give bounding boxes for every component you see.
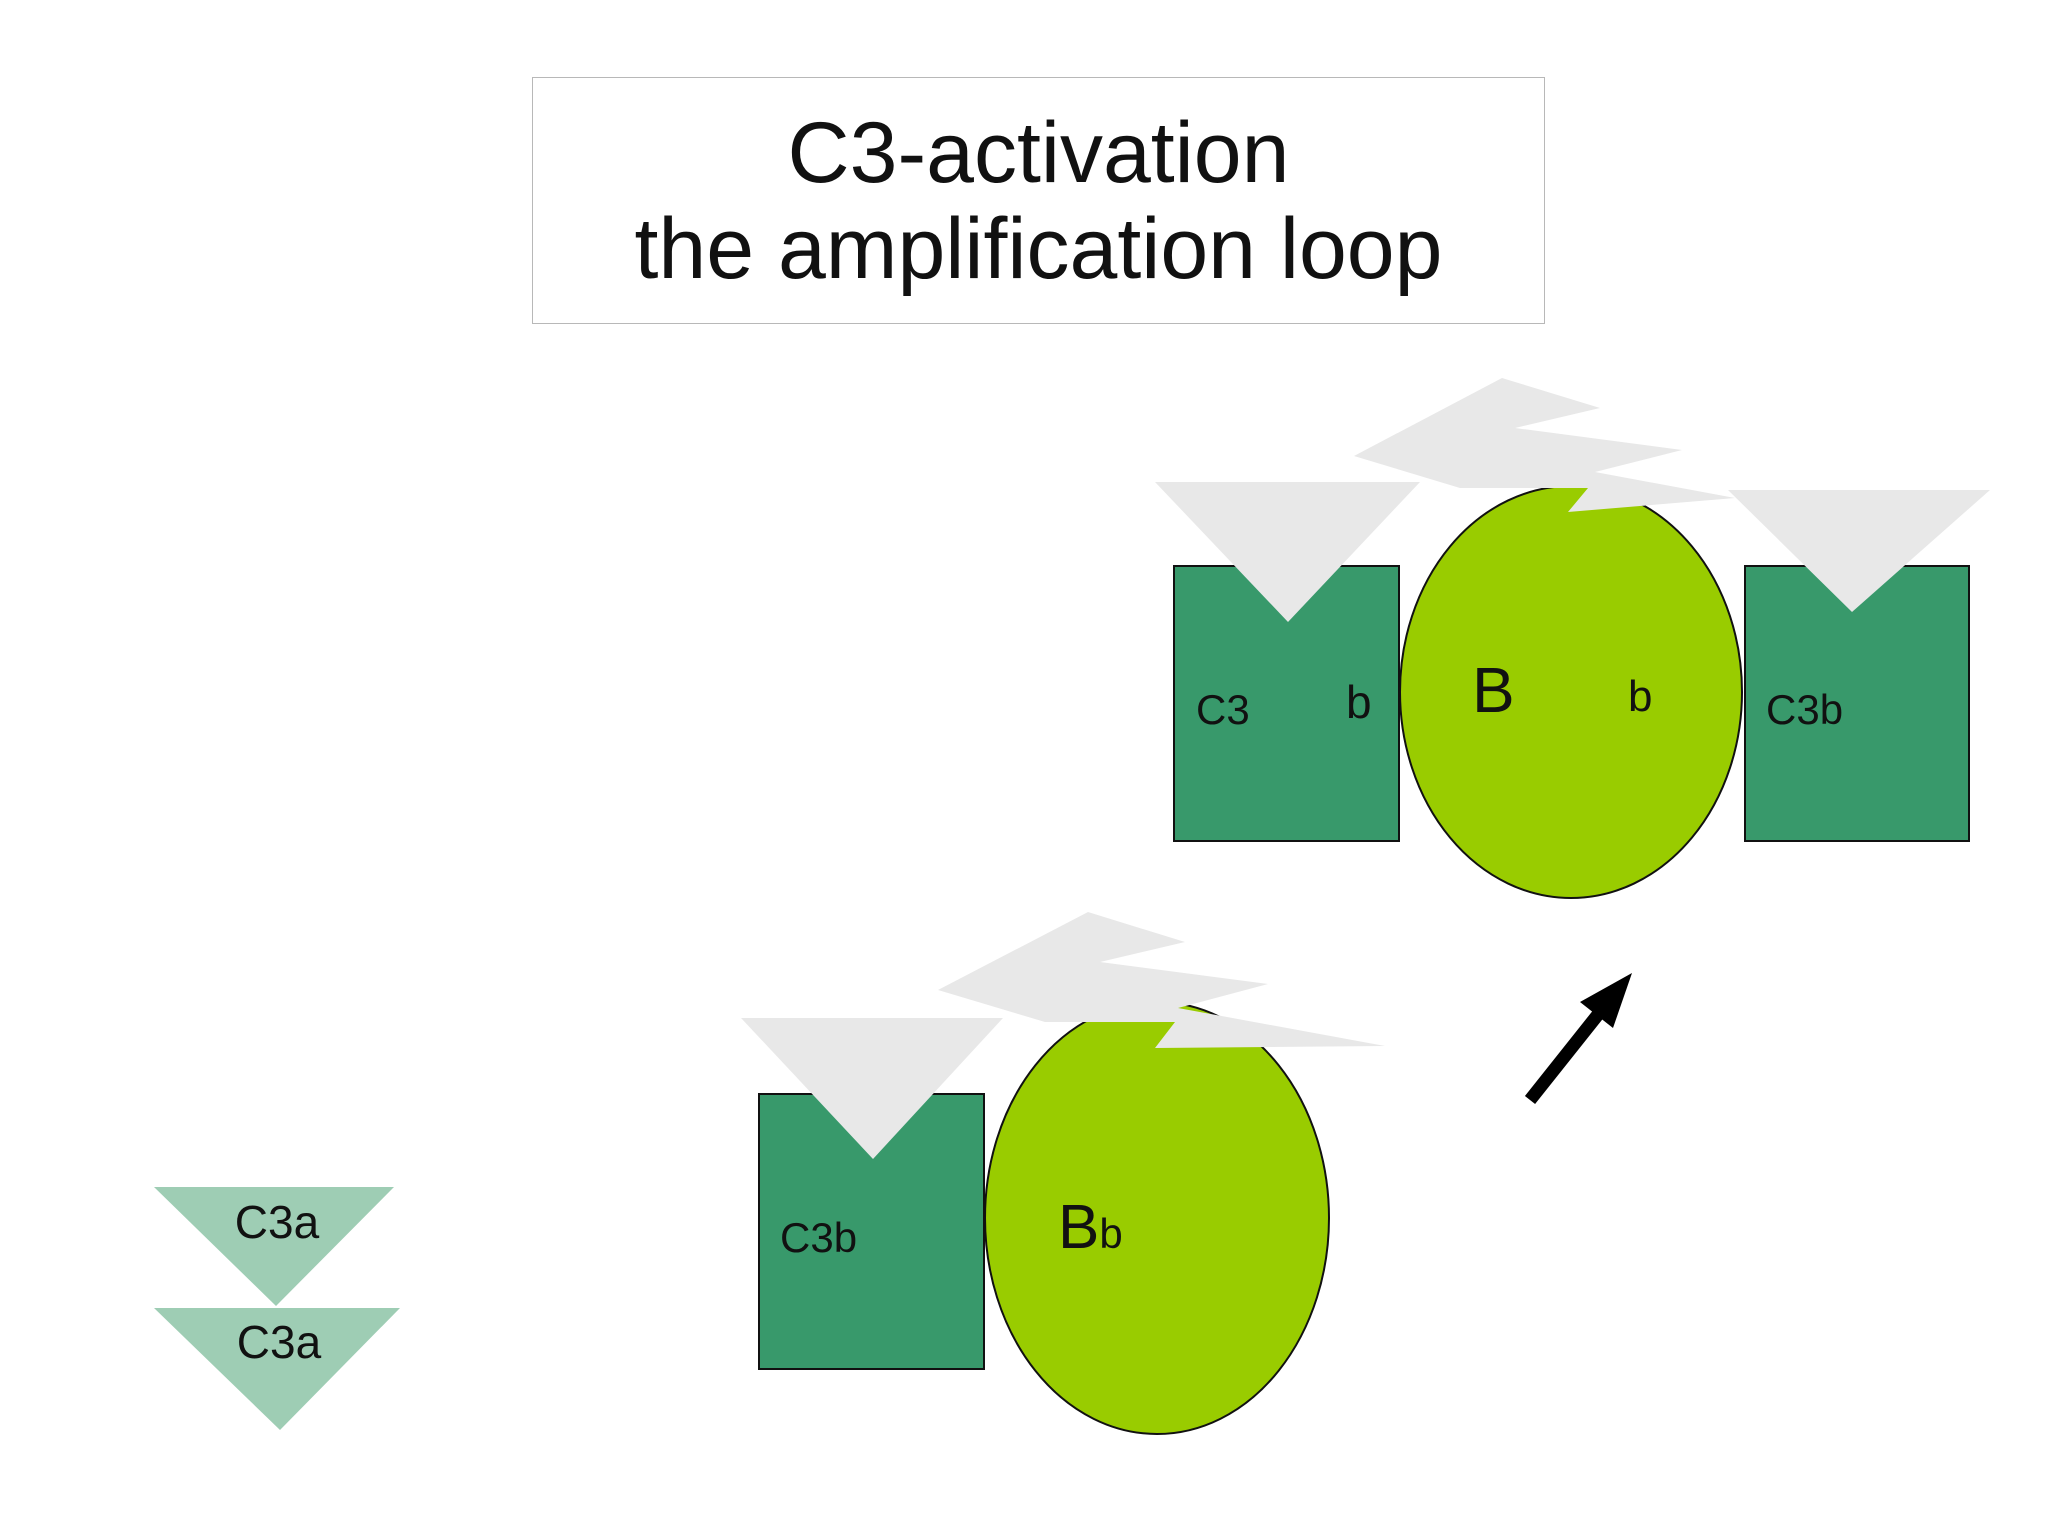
upper-b-oval [1399,485,1743,899]
upper-complex: C3 b C3b B b [1155,378,1990,899]
lower-lightning-shape [938,912,1385,1048]
c3a-label-top: C3a [235,1196,320,1248]
lower-c3b-notch-triangle [741,1018,1003,1159]
upper-c3b-notch-triangle [1728,490,1990,612]
title-box: C3-activation the amplification loop [532,77,1545,324]
c3a-triangle-bottom [154,1308,400,1430]
upper-c3-b-label: b [1346,676,1372,728]
lower-c3b-label: C3b [780,1214,857,1261]
upper-c3-label: C3 [1196,686,1250,733]
lower-complex: C3b Bb [741,912,1385,1435]
c3a-label-bottom: C3a [237,1316,322,1368]
lower-bb-sub: b [1099,1210,1122,1257]
c3a-fragment-bottom: C3a [154,1308,400,1430]
upper-c3b-label: C3b [1766,686,1843,733]
lower-bb-oval [984,1001,1330,1435]
upper-b-b-label: b [1628,672,1652,721]
arrow-shaft [1524,1007,1606,1105]
upper-b-label: B [1472,654,1515,726]
upper-lightning-shape [1354,378,1735,512]
c3a-fragment-top: C3a [154,1187,394,1306]
upper-c3-notch-triangle [1155,482,1420,622]
title-line-1: C3-activation [787,104,1290,201]
c3a-triangle-top [154,1187,394,1306]
arrow-icon [1524,973,1632,1105]
arrow-head [1580,973,1632,1028]
upper-c3b-block [1744,565,1970,842]
lower-bb-label: Bb [1058,1193,1123,1262]
title-line-2: the amplification loop [634,200,1443,297]
lower-bb-main: B [1058,1193,1099,1262]
